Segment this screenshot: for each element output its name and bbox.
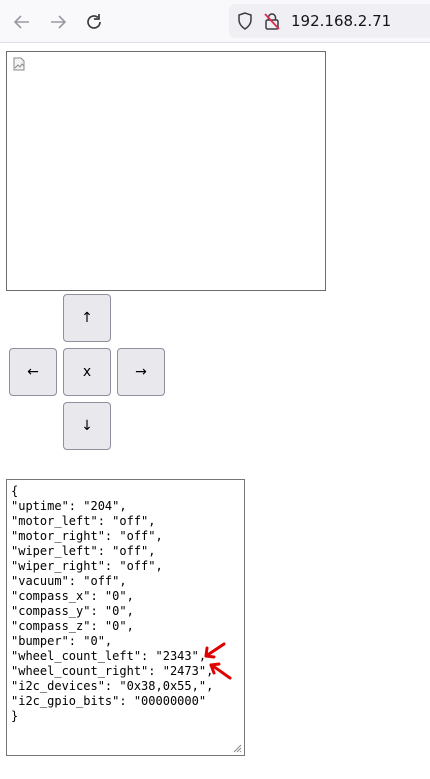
- broken-image-icon: [13, 57, 25, 71]
- back-arrow-icon: [13, 15, 29, 29]
- url-text: 192.168.2.71: [291, 12, 392, 30]
- address-bar[interactable]: 192.168.2.71: [229, 4, 430, 38]
- shield-icon[interactable]: [237, 12, 253, 30]
- status-json-text: { "uptime": "204", "motor_left": "off", …: [11, 484, 214, 723]
- stop-button[interactable]: x: [63, 348, 111, 396]
- annotation-arrow-right-count: [209, 662, 232, 680]
- forward-arrow-icon: [51, 15, 67, 29]
- forward-button[interactable]: [45, 9, 71, 35]
- left-turn-button[interactable]: ←: [9, 348, 57, 396]
- status-textarea[interactable]: { "uptime": "204", "motor_left": "off", …: [6, 479, 245, 756]
- reload-icon: [87, 14, 101, 29]
- reload-button[interactable]: [81, 9, 107, 35]
- reverse-drive-button[interactable]: ↓: [63, 402, 111, 450]
- browser-toolbar: 192.168.2.71: [0, 0, 430, 43]
- annotation-arrow-left-count: [204, 642, 226, 659]
- right-turn-button[interactable]: →: [117, 348, 165, 396]
- insecure-lock-icon[interactable]: [264, 12, 280, 30]
- resize-grip-icon[interactable]: [232, 743, 242, 753]
- back-button[interactable]: [9, 9, 35, 35]
- camera-image: [6, 51, 326, 291]
- forward-drive-button[interactable]: ↑: [63, 294, 111, 342]
